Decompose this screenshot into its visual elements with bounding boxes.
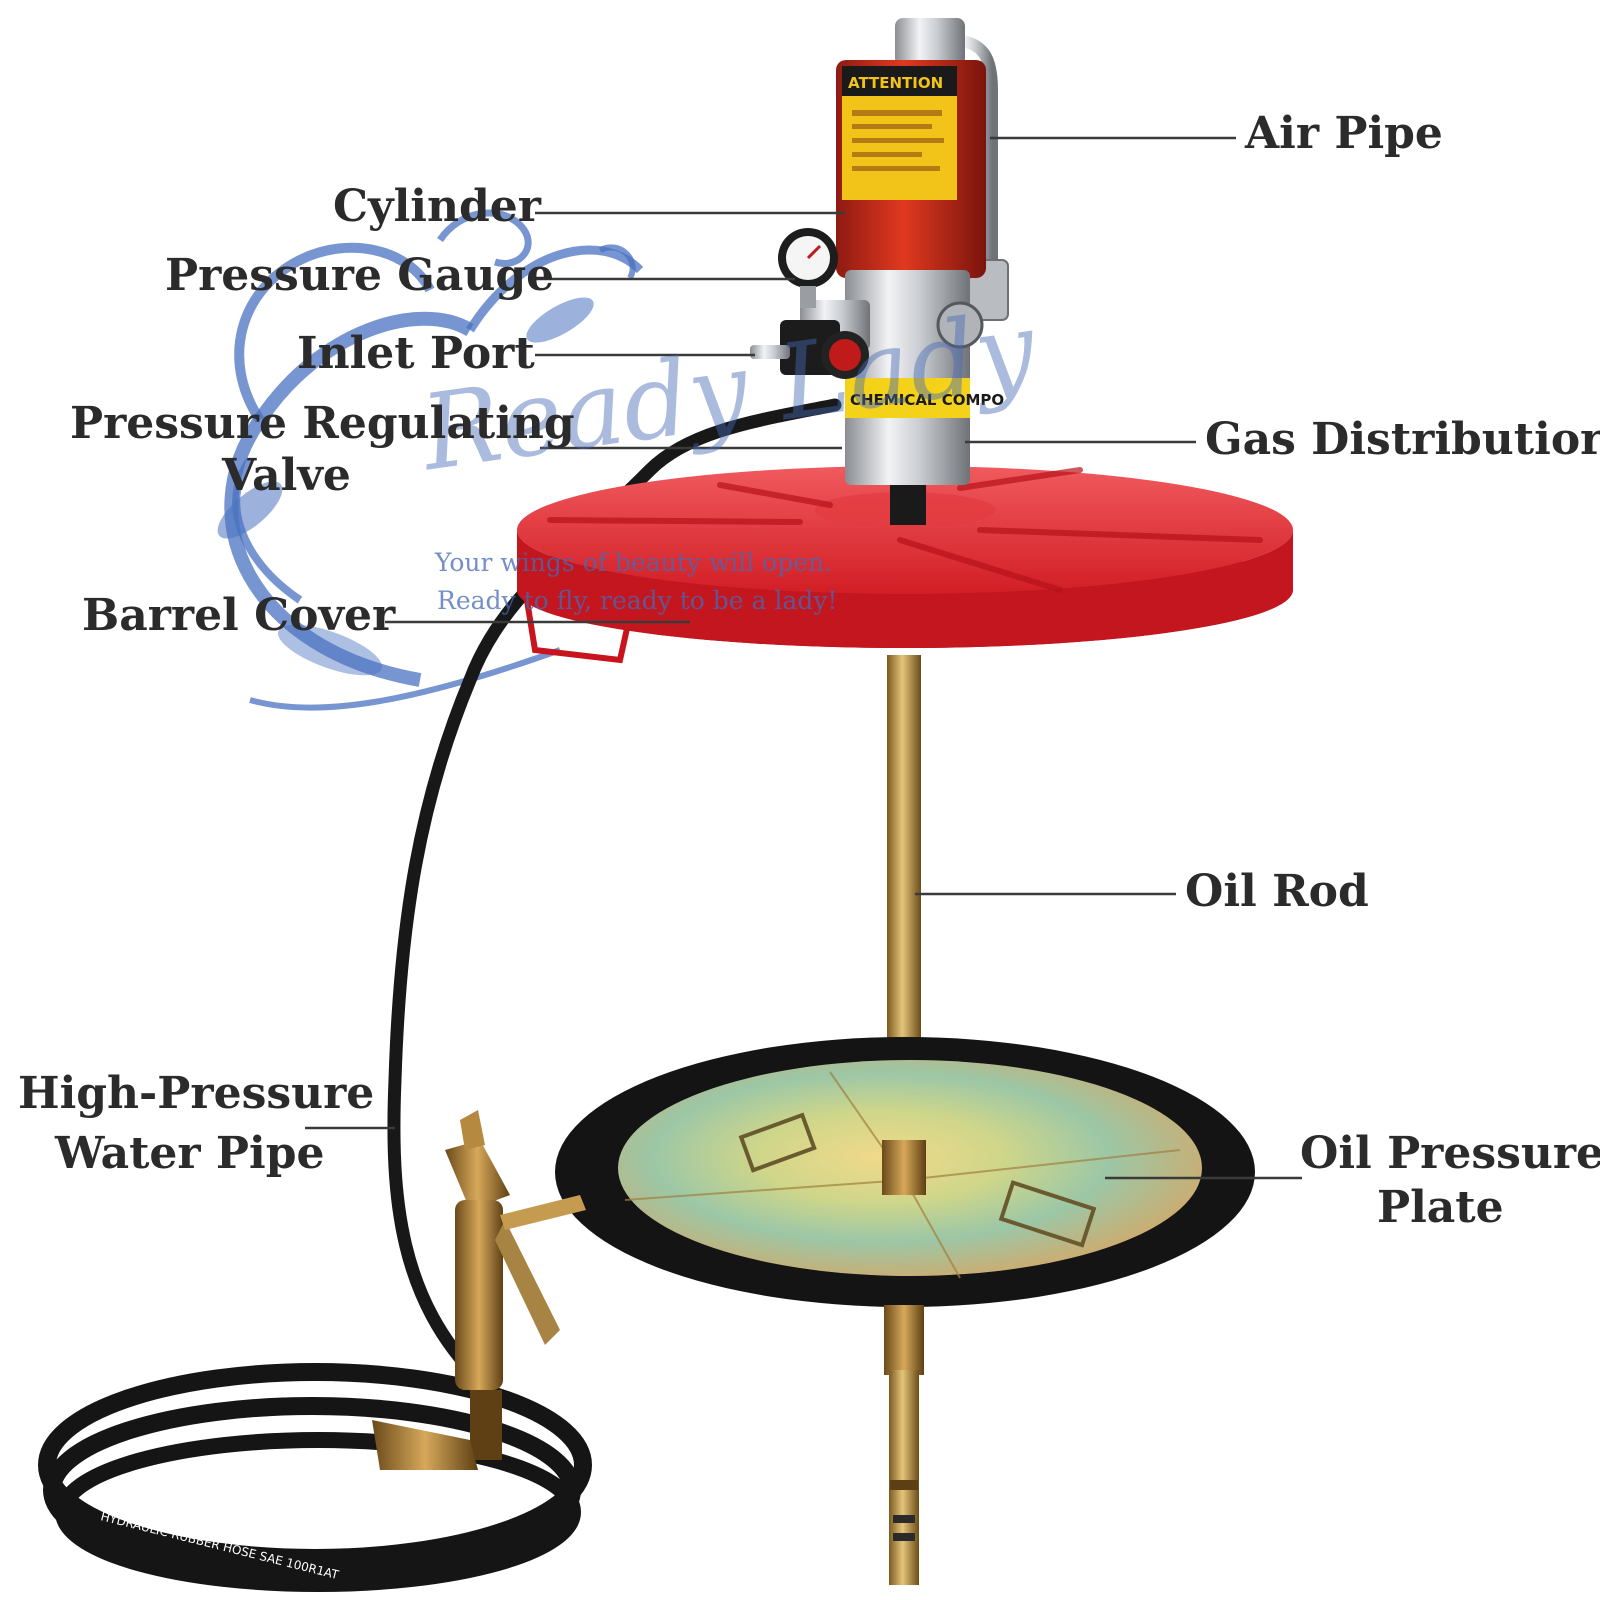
label-air-pipe: Air Pipe	[1245, 108, 1443, 159]
leader-lines	[305, 136, 1302, 1180]
oil-pressure-plate	[555, 1037, 1255, 1307]
grease-gun	[372, 1110, 586, 1470]
suction-tube	[884, 1305, 924, 1585]
watermark-tagline-2: Ready to fly, ready to be a lady!	[437, 586, 838, 615]
label-pressure-regulating-valve-1: Pressure Regulating	[70, 398, 575, 449]
label-oil-rod: Oil Rod	[1185, 866, 1369, 917]
label-oil-pressure-plate-2: Plate	[1377, 1182, 1504, 1233]
label-barrel-cover: Barrel Cover	[82, 590, 396, 641]
label-hp-pipe-2: Water Pipe	[55, 1128, 325, 1179]
barrel-cover	[517, 466, 1293, 664]
label-inlet-port: Inlet Port	[297, 328, 535, 379]
yellow-band-text: CHEMICAL COMPO	[850, 391, 1004, 409]
label-cylinder: Cylinder	[333, 181, 541, 232]
coiled-hose	[38, 1363, 592, 1592]
watermark-floral	[217, 209, 644, 711]
label-oil-pressure-plate-1: Oil Pressure	[1300, 1128, 1600, 1179]
label-gas-distributor: Gas Distributior	[1205, 414, 1600, 465]
watermark-tagline-1: Your wings of beauty will open.	[435, 548, 833, 577]
cylinder-sticker-text: ATTENTION	[848, 74, 943, 92]
label-pressure-regulating-valve-2: Valve	[222, 450, 351, 501]
label-pressure-gauge: Pressure Gauge	[165, 250, 555, 301]
pump-head: ATTENTION CHEMICAL COMPO	[750, 18, 1009, 525]
label-hp-pipe-1: High-Pressure	[18, 1068, 375, 1119]
high-pressure-hose	[387, 398, 842, 1387]
